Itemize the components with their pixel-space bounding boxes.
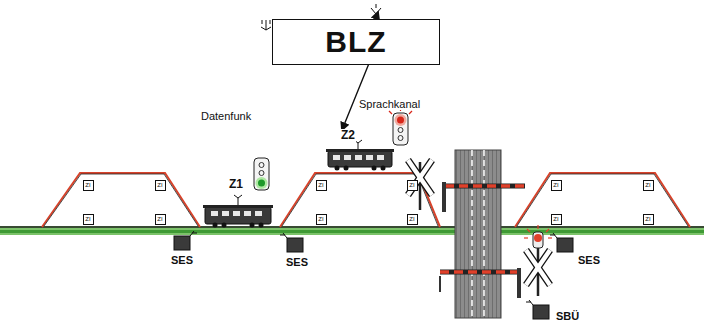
train [326,140,394,171]
marker-box: ZI [407,180,418,191]
crossing-sign [408,160,432,210]
marker-text: ZI [409,182,414,188]
device-label: SES [170,254,194,266]
barrier [440,182,525,298]
track-loop [42,173,690,227]
box-title: BLZ [325,27,386,57]
train [203,195,273,228]
link-label: Datenfunk [200,110,252,122]
marker-text: ZI [157,216,162,222]
track-bed [0,226,704,235]
device-label: SES [285,256,309,268]
train-label: Z1 [228,178,244,191]
marker-box: ZI [155,180,166,191]
marker-box: ZI [83,214,94,225]
marker-text: ZI [645,182,650,188]
control-centre-box: BLZ [272,19,440,65]
marker-text: ZI [318,182,323,188]
trackside-unit [174,231,573,319]
track-bed [0,230,704,233]
marker-box: ZI [316,214,327,225]
rail [0,226,704,228]
marker-box: ZI [155,214,166,225]
cab-signal [389,107,412,145]
marker-box: ZI [643,214,654,225]
marker-box: ZI [551,180,562,191]
marker-text: ZI [85,182,90,188]
marker-text: ZI [645,216,650,222]
antenna [261,20,271,30]
device-label: SBÜ [555,310,580,322]
marker-text: ZI [157,182,162,188]
marker-text: ZI [318,216,323,222]
marker-text: ZI [409,216,414,222]
marker-box: ZI [643,180,654,191]
train-label: Z2 [340,129,356,142]
cab-signal [254,158,269,190]
marker-text: ZI [553,216,558,222]
device-label: SES [577,254,601,266]
marker-box: ZI [551,214,562,225]
marker-box: ZI [316,180,327,191]
road [455,150,501,318]
link-label: Sprachkanal [358,98,421,110]
crossing-sign [524,225,552,296]
marker-box: ZI [407,214,418,225]
marker-box: ZI [83,180,94,191]
marker-text: ZI [553,182,558,188]
marker-text: ZI [85,216,90,222]
